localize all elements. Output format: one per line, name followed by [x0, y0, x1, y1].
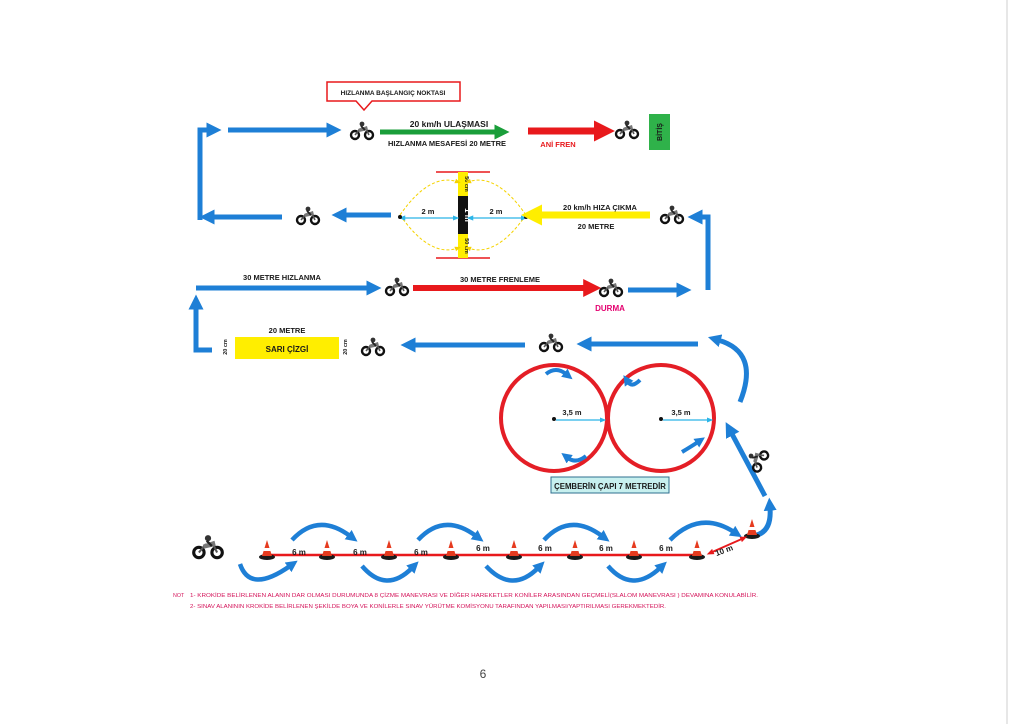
corner-arrow-top-left: [197, 122, 222, 220]
align-distance-label: 20 METRE: [578, 222, 615, 231]
gap-left-label: 2 m: [422, 207, 435, 216]
slalom-arrow: [606, 561, 667, 583]
finish-label: BİTİŞ: [656, 123, 664, 141]
motorcycle-icon: [384, 276, 410, 297]
row-yellow-line: 20 cm SARI ÇİZGİ 20 METRE 20 cm: [188, 294, 749, 403]
yellow-line-length: 20 METRE: [269, 326, 306, 335]
circle-diameter-box: [550, 476, 670, 494]
swerve-path: [465, 214, 527, 252]
slalom-arrow: [668, 520, 742, 542]
bar-top-length: 50 cm: [463, 176, 469, 192]
ten-meter-measure: [706, 536, 748, 555]
accel-distance-label: HIZLANMA MESAFESİ 20 METRE: [388, 139, 506, 148]
yellow-line-box: [235, 337, 339, 359]
cone-gap-label: 6 m: [476, 544, 490, 553]
gap-right-label: 2 m: [490, 207, 503, 216]
row-acceleration: HIZLANMA BAŞLANGIÇ NOKTASI 20 km/h ULAŞM…: [197, 81, 670, 220]
rotation-arrow: [680, 437, 705, 454]
bar-bottom-section: [458, 234, 468, 258]
corner-arrow-left: [188, 294, 212, 353]
accel-30-label: 30 METRE HIZLANMA: [243, 273, 322, 282]
slalom-arrow: [360, 561, 419, 583]
slalom-arrow: [237, 560, 298, 582]
start-point-callout: [326, 81, 461, 112]
motorcycle-icon: [295, 205, 321, 226]
cone-gap-label: 6 m: [599, 544, 613, 553]
slalom-arrow: [290, 522, 358, 542]
cone-gap-label: 6 m: [538, 544, 552, 553]
ten-meter-label: 10 m: [714, 543, 734, 558]
note-2: 2- SINAV ALANININ KROKİDE BELİRLENEN ŞEK…: [190, 603, 666, 610]
bar-width-label: 1 m: [463, 208, 472, 222]
cone-gap-label: 6 m: [414, 548, 428, 557]
reach-speed-label: 20 km/h ULAŞMASI: [410, 119, 488, 129]
motorcycle-icon: [659, 204, 685, 225]
cone-icon: [506, 540, 522, 560]
circle-center: [659, 417, 663, 421]
measure-dot: [524, 215, 528, 219]
circle-right: [606, 363, 716, 473]
radius-left-label: 3,5 m: [562, 408, 582, 417]
circle-diameter-label: ÇEMBERİN ÇAPI 7 METREDİR: [554, 482, 666, 491]
bar-top-section: [458, 172, 468, 196]
cone-gap-label: 6 m: [659, 544, 673, 553]
note-1: 1- KROKİDE BELİRLENEN ALANIN DAR OLMASI …: [190, 592, 758, 599]
corner-arrow-right: [687, 209, 711, 290]
row-swerve: 50 cm 50 cm 1 m 2 m 2 m 20 km/h HIZA ÇIK…: [199, 171, 711, 290]
motorcycle-icon: [192, 533, 224, 560]
slalom-arrow: [484, 561, 545, 583]
cone-icon: [567, 540, 583, 560]
radius-right-label: 3,5 m: [671, 408, 691, 417]
circle-center: [552, 417, 556, 421]
cone-icon: [744, 519, 760, 539]
cone-icon: [259, 540, 275, 560]
curved-arrow: [708, 334, 749, 403]
cone-gap-label: 6 m: [292, 548, 306, 557]
brake-30-label: 30 METRE FRENLEME: [460, 275, 540, 284]
cone-icon: [443, 540, 459, 560]
line-width-left: 20 cm: [223, 339, 229, 355]
bar-middle-section: [458, 196, 468, 234]
page-number: 6: [480, 667, 487, 681]
stop-label: DURMA: [595, 304, 625, 313]
align-speed-label: 20 km/h HIZA ÇIKMA: [563, 203, 637, 212]
swerve-path: [399, 178, 461, 216]
measure-dot: [398, 215, 402, 219]
start-point-label: HIZLANMA BAŞLANGIÇ NOKTASI: [341, 90, 446, 97]
motorcycle-icon: [614, 119, 640, 140]
sudden-brake-label: ANİ FREN: [540, 140, 575, 149]
bar-bottom-length: 50 cm: [463, 238, 469, 254]
swerve-path: [465, 178, 527, 216]
motorcycle-icon: [360, 336, 386, 357]
slalom-row: 6 m 6 m 6 m 6 m 6 m 6 m 6 m 10 m: [192, 519, 760, 583]
row-braking: 30 METRE HIZLANMA 30 METRE FRENLEME DURM…: [196, 273, 692, 313]
finish-box: [649, 114, 670, 150]
cone-icon: [689, 540, 705, 560]
rotation-arrow: [544, 368, 573, 380]
right-ascent: [725, 422, 777, 539]
cone-icon: [319, 540, 335, 560]
yellow-line-label: SARI ÇİZGİ: [266, 345, 309, 354]
swerve-path: [399, 214, 461, 252]
motorcycle-icon: [598, 277, 624, 298]
cone-icon: [626, 540, 642, 560]
figure-eight: 3,5 m 3,5 m ÇEMBERİN ÇAPI 7 METREDİR: [499, 363, 716, 494]
motorcycle-icon: [538, 332, 564, 353]
rotation-arrow: [561, 453, 588, 464]
cone-icon: [381, 540, 397, 560]
note-prefix: NOT: [173, 593, 185, 599]
cone-gap-label: 6 m: [353, 548, 367, 557]
slalom-arrow: [416, 522, 484, 542]
swerve-obstacle: 50 cm 50 cm 1 m 2 m 2 m: [398, 171, 528, 259]
rotation-arrow: [623, 375, 642, 387]
slalom-arrow: [542, 522, 610, 542]
line-width-right: 20 cm: [343, 339, 349, 355]
motorcycle-icon: [349, 120, 375, 141]
blue-arrow-up: [725, 422, 768, 498]
notes: NOT 1- KROKİDE BELİRLENEN ALANIN DAR OLM…: [173, 592, 758, 610]
